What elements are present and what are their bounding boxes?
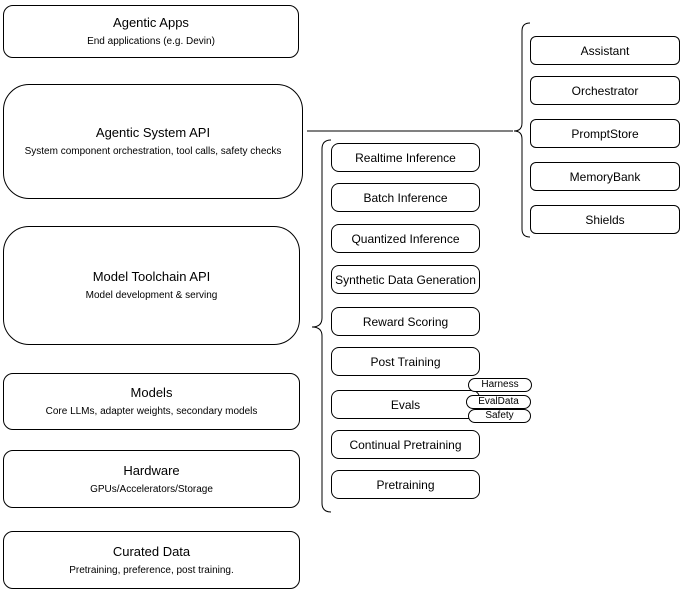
box-quantized-inference: Quantized Inference (331, 224, 480, 253)
box-title: Agentic System API (95, 125, 211, 140)
toolchain-brace (311, 139, 332, 513)
box-synthetic-data-generation: Synthetic Data Generation (331, 265, 480, 294)
box-shields: Shields (530, 205, 680, 234)
box-subtitle: Model development & serving (85, 290, 218, 301)
box-realtime-inference: Realtime Inference (331, 143, 480, 172)
box-memorybank: MemoryBank (530, 162, 680, 191)
box-title: Models (130, 385, 173, 400)
box-model-toolchain-api: Model Toolchain API Model development & … (3, 226, 300, 345)
pill-safety: Safety (468, 409, 531, 423)
box-orchestrator: Orchestrator (530, 76, 680, 105)
box-batch-inference: Batch Inference (331, 183, 480, 212)
box-promptstore: PromptStore (530, 119, 680, 148)
box-post-training: Post Training (331, 347, 480, 376)
box-title: Model Toolchain API (92, 269, 211, 284)
box-title: Curated Data (112, 543, 191, 559)
pill-evaldata: EvalData (466, 395, 531, 409)
system-brace (513, 22, 531, 238)
box-title: Agentic Apps (113, 15, 189, 30)
box-continual-pretraining: Continual Pretraining (331, 430, 480, 459)
box-pretraining: Pretraining (331, 470, 480, 499)
box-evals: Evals (331, 390, 480, 419)
box-subtitle: End applications (e.g. Devin) (87, 36, 215, 47)
box-agentic-system-api: Agentic System API System component orch… (3, 84, 303, 199)
box-agentic-apps: Agentic Apps End applications (e.g. Devi… (3, 5, 299, 58)
pill-harness: Harness (468, 378, 532, 392)
box-subtitle: Pretraining, preference, post training. (69, 564, 234, 576)
box-subtitle: Core LLMs, adapter weights, secondary mo… (45, 406, 258, 417)
box-reward-scoring: Reward Scoring (331, 307, 480, 336)
box-curated-data: Curated Data Pretraining, preference, po… (3, 531, 300, 589)
box-hardware: Hardware GPUs/Accelerators/Storage (3, 450, 300, 508)
box-assistant: Assistant (530, 36, 680, 65)
box-subtitle: GPUs/Accelerators/Storage (90, 483, 213, 495)
box-title: Hardware (123, 462, 180, 478)
box-models: Models Core LLMs, adapter weights, secon… (3, 373, 300, 430)
box-subtitle: System component orchestration, tool cal… (24, 146, 282, 157)
